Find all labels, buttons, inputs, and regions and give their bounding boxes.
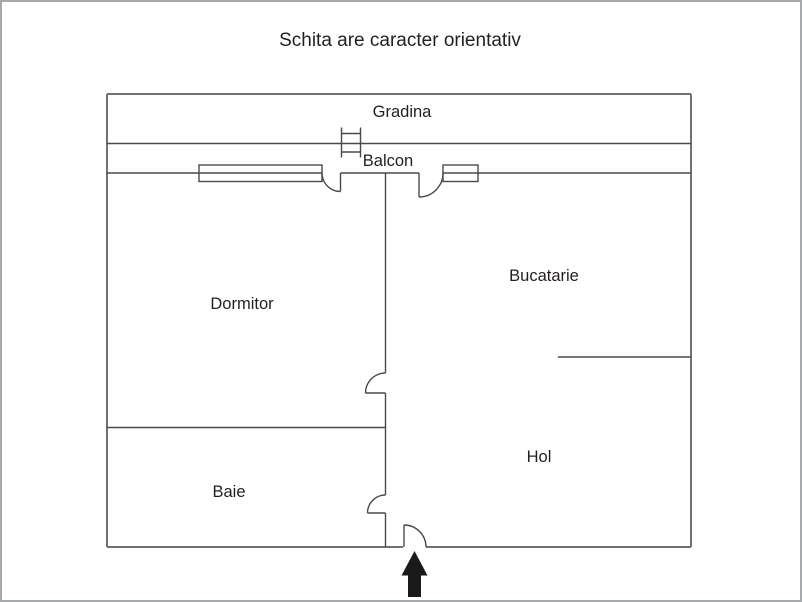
room-label-bucatarie: Bucatarie xyxy=(509,267,579,285)
balcony-door-dormitor-icon xyxy=(321,172,342,193)
entrance-arrow-icon xyxy=(401,551,428,597)
baie-door-icon xyxy=(366,494,386,514)
room-label-dormitor: Dormitor xyxy=(210,295,274,313)
room-label-balcon: Balcon xyxy=(363,152,413,170)
room-label-gradina: Gradina xyxy=(373,103,433,121)
diagram-title: Schita are caracter orientativ xyxy=(279,30,521,51)
balcony-door-bucatarie-icon xyxy=(418,172,444,198)
outer-walls xyxy=(106,93,692,548)
room-label-baie: Baie xyxy=(212,483,245,501)
room-label-hol: Hol xyxy=(527,448,552,466)
dormitor-door-icon xyxy=(364,372,386,394)
entrance-door-icon xyxy=(403,524,427,548)
gate-icon xyxy=(340,127,362,158)
